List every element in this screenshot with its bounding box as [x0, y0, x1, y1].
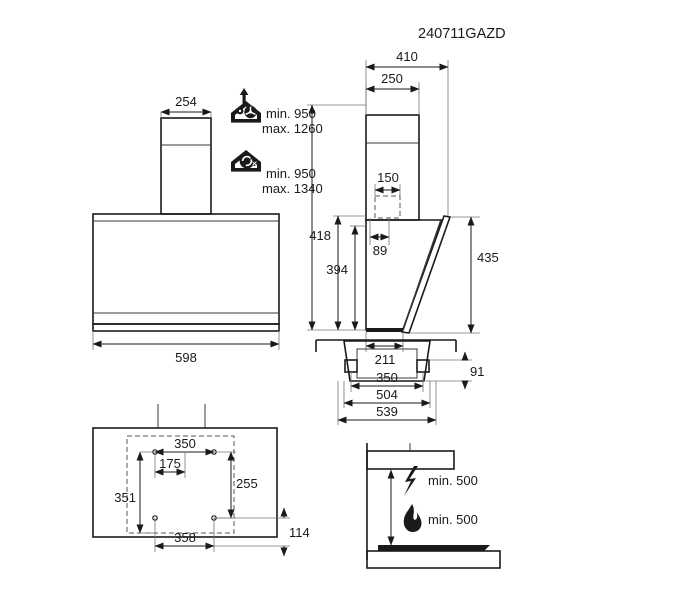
clearance-gas-label: min. 500: [428, 512, 478, 527]
side-base-strip: [366, 328, 404, 332]
wall-template-view: 350 175 351 255 358 114: [92, 404, 310, 557]
front-view: 254 598: [92, 94, 280, 365]
top-view: 91 350 504 539: [315, 339, 484, 425]
topview-dim-depth-91: 91: [470, 364, 484, 379]
clearance-electric-label: min. 500: [428, 473, 478, 488]
install-height-legend: min. 950 max. 1260 min. 950 max. 1340: [231, 88, 323, 196]
wall-dim-175: 175: [159, 456, 181, 471]
flame-icon: [403, 504, 422, 532]
ducted-min-label: min. 950: [266, 106, 316, 121]
side-dim-front-435: 435: [477, 250, 499, 265]
clearance-hob-plate: [378, 545, 490, 551]
drawing-title: 240711GAZD: [418, 26, 506, 42]
side-dim-depth-250: 250: [381, 71, 403, 86]
side-dim-base-211: 211: [375, 352, 396, 367]
side-dim-duct-150: 150: [377, 170, 399, 185]
topview-dim-539: 539: [376, 404, 398, 419]
front-dim-chimney-width: 254: [175, 94, 197, 109]
side-body-front-edge: [402, 219, 442, 331]
wall-outline: [92, 427, 278, 538]
recirc-max-label: max. 1340: [262, 181, 323, 196]
front-dim-body-width: 598: [175, 350, 197, 365]
topview-dim-350: 350: [376, 370, 398, 385]
side-dim-height-394: 394: [326, 262, 348, 277]
side-dim-offset-89: 89: [373, 243, 387, 258]
wall-dim-255: 255: [236, 476, 258, 491]
front-body-base-strip: [92, 323, 280, 332]
side-dim-depth-410: 410: [396, 49, 418, 64]
house-recirculation-icon: [231, 150, 261, 172]
side-view: 410 250 150 89 211 418 394: [307, 49, 499, 367]
recirc-min-label: min. 950: [266, 166, 316, 181]
side-duct-opening: [374, 195, 401, 219]
ducted-max-label: max. 1260: [262, 121, 323, 136]
wall-dim-350: 350: [174, 436, 196, 451]
side-dim-height-418: 418: [309, 228, 331, 243]
wall-dim-351: 351: [114, 490, 136, 505]
clearance-view: min. 500 min. 500: [366, 443, 501, 569]
wall-dim-114: 114: [289, 525, 310, 540]
wall-dim-358: 358: [174, 530, 196, 545]
lightning-bolt-icon: [404, 466, 418, 496]
topview-dim-504: 504: [376, 387, 398, 402]
house-ducted-fan-icon: [231, 88, 261, 123]
